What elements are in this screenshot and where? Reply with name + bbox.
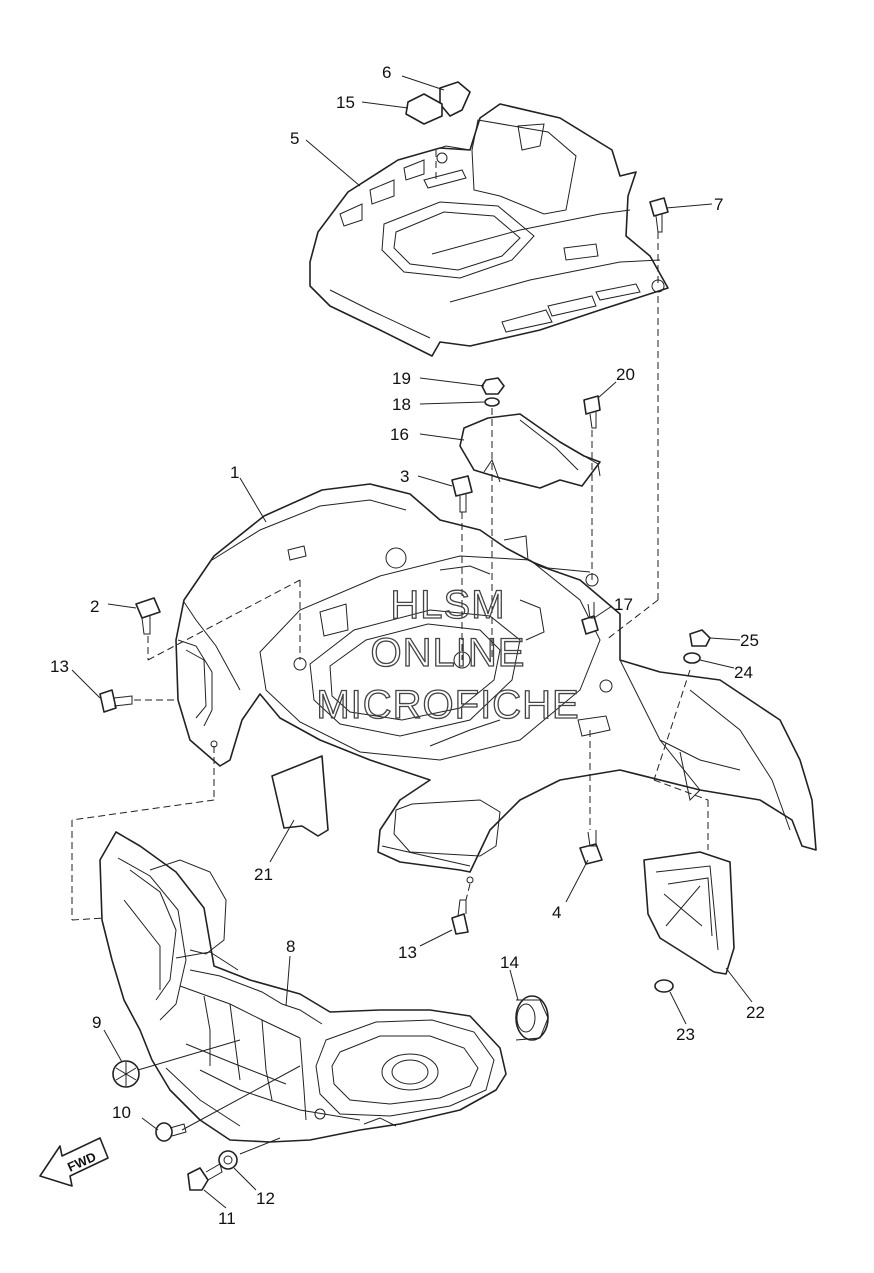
nut-25: [689, 629, 711, 647]
watermark-line-1: HLSM: [390, 583, 505, 627]
cover-clip: [405, 93, 443, 125]
callout-25: 25: [740, 631, 759, 650]
bolt-4: [579, 830, 603, 865]
clip-9: [112, 1060, 140, 1088]
mud-flap-22: [643, 851, 735, 975]
callout-9: 9: [92, 1013, 101, 1032]
callout-10: 10: [112, 1103, 131, 1122]
assembly-lines: [71, 150, 709, 921]
screw-7: [649, 197, 669, 233]
callout-5: 5: [290, 129, 299, 148]
upper-cover-panel: [309, 103, 669, 357]
callout-13-left: 13: [50, 657, 69, 676]
grommet-14: [515, 995, 549, 1041]
watermark-line-2: ONLINE: [371, 631, 526, 675]
screw-13-left: [99, 689, 133, 713]
callout-17: 17: [614, 595, 633, 614]
bracket-16: [459, 413, 601, 489]
callout-labels: 1 2 3 4 5 6 7 8 9 10 11 12 13 13 14 15 1…: [50, 63, 765, 1228]
callout-leaders: [71, 75, 753, 1209]
callout-3: 3: [400, 467, 409, 486]
screw-3: [451, 475, 473, 513]
callout-8: 8: [286, 937, 295, 956]
callout-13-lower: 13: [398, 943, 417, 962]
screw-10: [155, 1122, 187, 1142]
callout-4: 4: [552, 903, 561, 922]
callout-24: 24: [734, 663, 753, 682]
callout-21: 21: [254, 865, 273, 884]
callout-23: 23: [676, 1025, 695, 1044]
screw-13-lower: [451, 899, 469, 935]
watermark-line-3: MICROFICHE: [316, 683, 579, 727]
callout-12: 12: [256, 1189, 275, 1208]
washer-24: [683, 652, 701, 664]
callout-16: 16: [390, 425, 409, 444]
callout-2: 2: [90, 597, 99, 616]
callout-18: 18: [392, 395, 411, 414]
callout-22: 22: [746, 1003, 765, 1022]
bolt-11: [187, 1163, 223, 1191]
callout-20: 20: [616, 365, 635, 384]
nut-19: [481, 377, 505, 395]
rivet-23: [654, 979, 674, 993]
cover-cap: [439, 81, 471, 117]
callout-14: 14: [500, 953, 519, 972]
watermark: HLSM ONLINE MICROFICHE: [316, 582, 580, 727]
collar-12: [218, 1150, 238, 1170]
callout-7: 7: [714, 195, 723, 214]
callout-19: 19: [392, 369, 411, 388]
callout-11: 11: [218, 1209, 236, 1228]
pad-21: [271, 755, 329, 837]
screw-20: [583, 395, 601, 429]
washer-18: [484, 397, 500, 407]
callout-6: 6: [382, 63, 391, 82]
callout-1: 1: [230, 463, 239, 482]
forward-direction-arrow: FWD: [39, 1137, 109, 1187]
callout-15: 15: [336, 93, 355, 112]
front-bumper-8: [99, 831, 507, 1143]
screw-17: [581, 602, 599, 635]
bolt-2: [135, 597, 161, 635]
